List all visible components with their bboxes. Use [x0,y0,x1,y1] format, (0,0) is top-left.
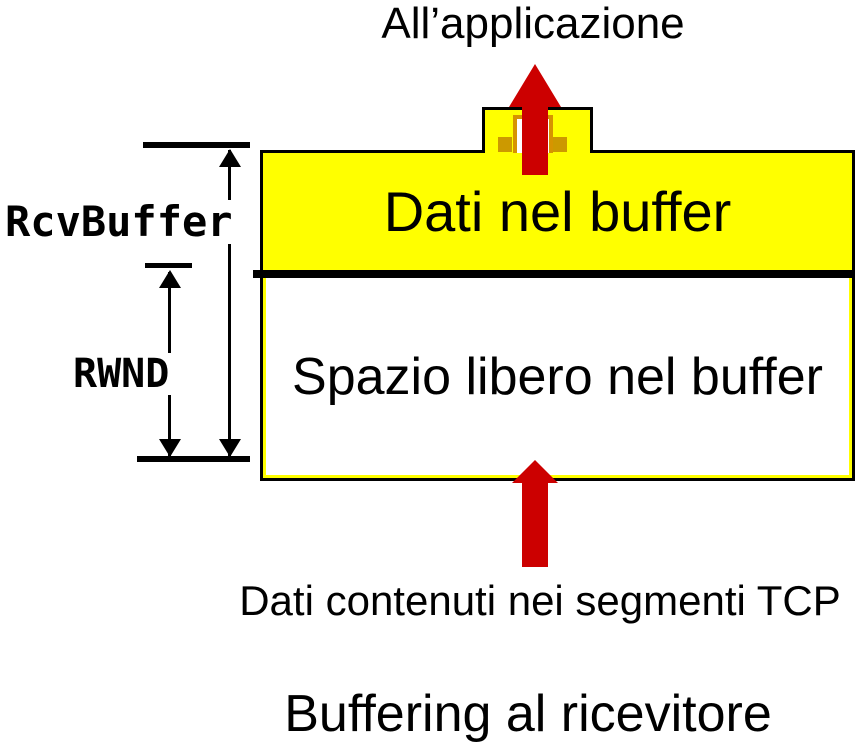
arrow-up-incoming-data-stem [522,481,548,567]
free-space-section [263,278,852,478]
incoming-data-label: Dati contenuti nei segmenti TCP [239,577,841,624]
rwnd-arrowhead-down-icon [159,439,181,457]
arrow-up-to-application-stem [522,105,548,175]
rcvbuffer-top-tick [143,142,250,148]
rwnd-top-tick [145,263,192,268]
buffer-fill-divider-line [253,270,855,278]
rcvbuffer-label: RcvBuffer [2,200,236,244]
rcvbuffer-arrowhead-up-icon [219,149,241,167]
free-space-label: Spazio libero nel buffer [292,347,823,406]
rcvbuffer-arrowhead-down-icon [219,439,241,457]
rwnd-label: RWND [70,353,173,395]
rcvbuffer-dimension-line [228,150,231,457]
data-in-buffer-label: Dati nel buffer [383,180,732,243]
socket-square-right-icon [553,137,567,152]
arrow-up-to-application-icon [509,64,561,107]
rwnd-arrowhead-up-icon [159,270,181,288]
to-application-label: All’applicazione [381,0,685,48]
bottom-tick [137,456,250,462]
socket-square-left-icon [498,137,512,152]
data-in-buffer-area: Dati nel buffer [263,153,852,270]
arrow-up-incoming-data-icon [512,460,558,483]
slide-caption: Buffering al ricevitore [284,685,772,743]
free-space-area: Spazio libero nel buffer [263,278,852,475]
